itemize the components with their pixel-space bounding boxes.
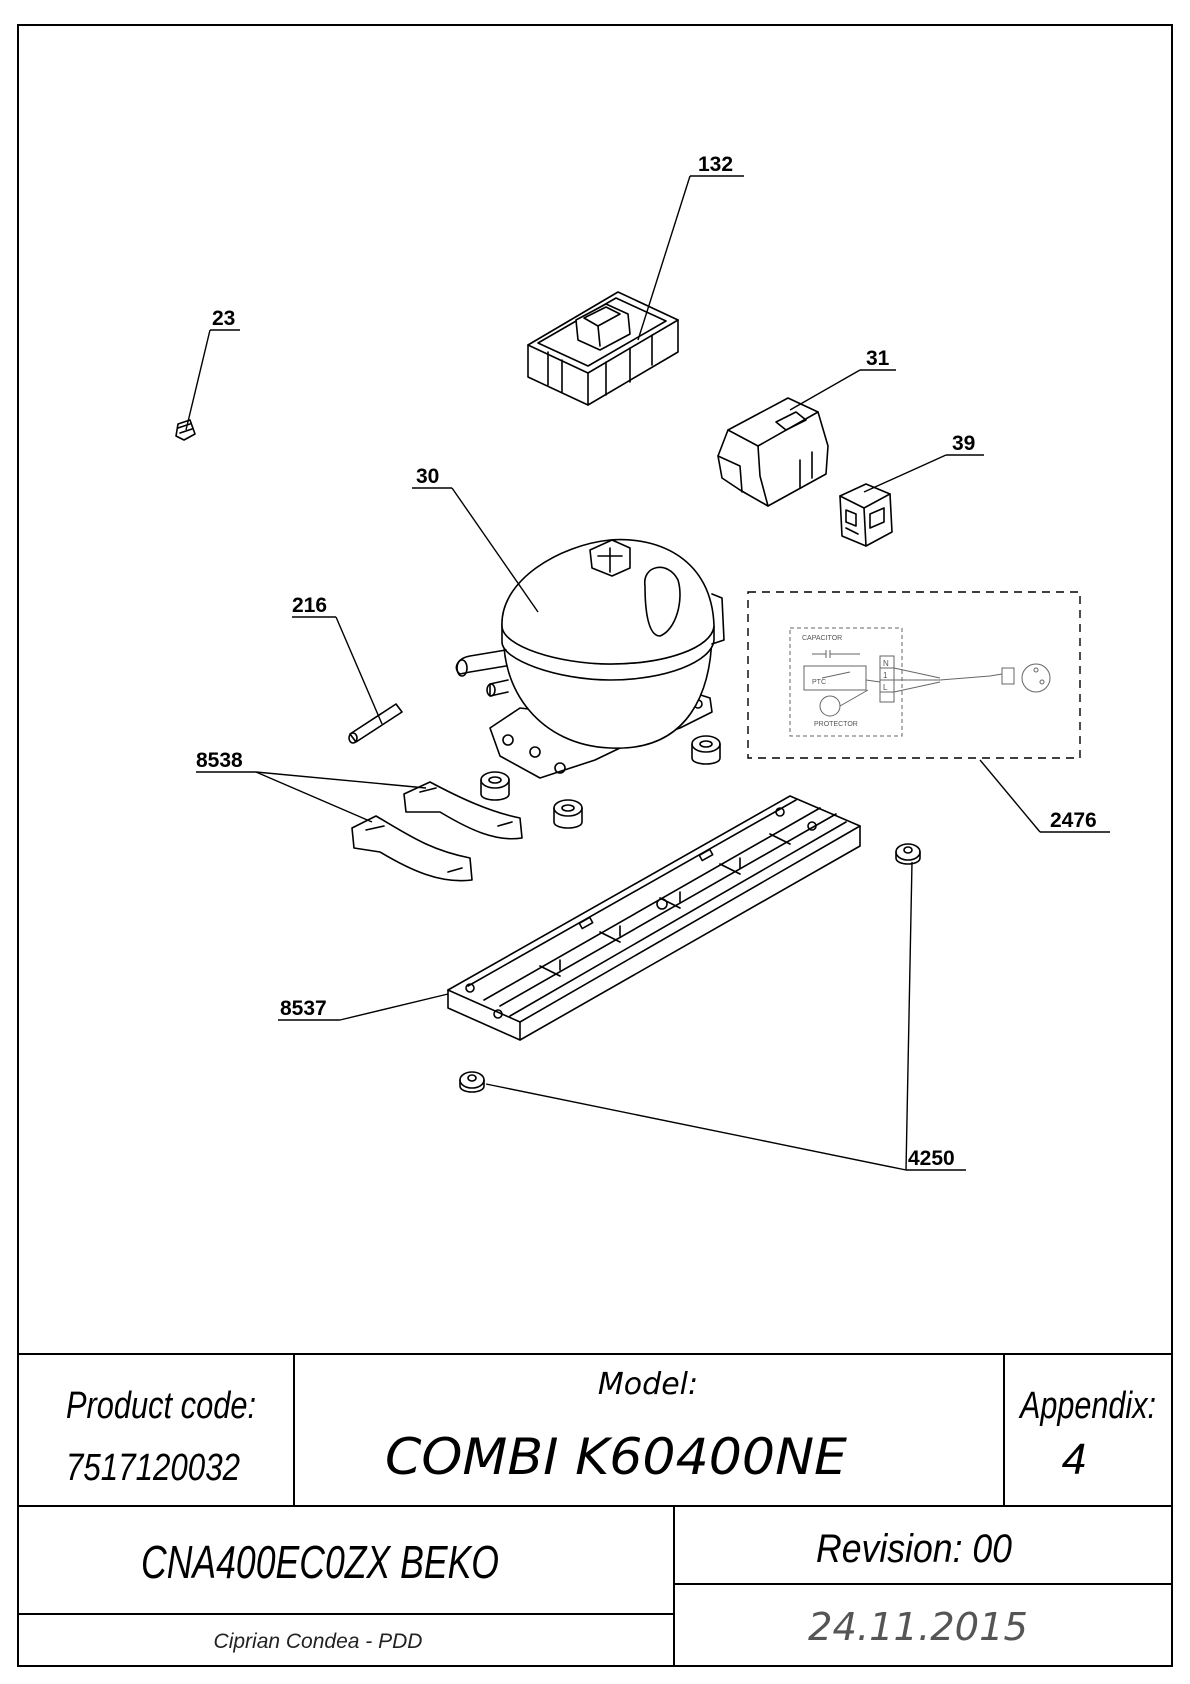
callout-leaders: [185, 175, 1110, 1171]
part-8537-base-rail: [447, 795, 861, 1041]
appendix-label: Appendix:: [1018, 1385, 1156, 1427]
callout-30: 30: [416, 465, 439, 488]
drawing-frame: [17, 24, 1173, 1667]
part-30-compressor: [455, 538, 725, 779]
wiring-terminal-1: 1: [883, 671, 888, 680]
callout-8537: 8537: [280, 997, 327, 1020]
callout-4250: 4250: [908, 1147, 955, 1170]
callout-2476: 2476: [1050, 809, 1097, 832]
title-block-grid: [18, 1353, 1172, 1666]
appendix-value: 4: [1062, 1435, 1086, 1484]
wiring-terminal-l: L: [883, 683, 888, 692]
part-4250-clips: [459, 843, 921, 1093]
callout-8538: 8538: [196, 749, 243, 772]
model-value: COMBI K60400NE: [385, 1428, 847, 1486]
date: 24.11.2015: [808, 1605, 1028, 1649]
callout-23: 23: [212, 307, 235, 330]
callout-31: 31: [866, 347, 890, 370]
wiring-label-capacitor: CAPACITOR: [802, 635, 842, 642]
wiring-label-ptc: PTC: [812, 679, 826, 686]
callout-132: 132: [698, 153, 733, 176]
part-132-cover-box: [527, 291, 679, 406]
product-code-value: 7517120032: [66, 1447, 240, 1489]
callout-39: 39: [952, 432, 975, 455]
product-code-label: Product code:: [66, 1385, 256, 1427]
part-31-relay-cover: [717, 397, 829, 507]
part-2476-wiring-assembly: CAPACITOR PTC PROTECTOR N 1 L: [747, 591, 1081, 759]
callout-216: 216: [292, 594, 327, 617]
author: Ciprian Condea - PDD: [214, 1630, 423, 1653]
wiring-label-protector: PROTECTOR: [814, 721, 858, 728]
model-label: Model:: [598, 1367, 698, 1402]
compressor-rubber-grommets: [480, 735, 721, 829]
part-216-tube: [348, 703, 403, 744]
part-name: CNA400EC0ZX BEKO: [141, 1536, 499, 1588]
part-23-grommet: [175, 419, 196, 441]
revision: Revision: 00: [816, 1527, 1012, 1571]
part-8538-strips: [351, 781, 523, 882]
wiring-dashed-box: [747, 591, 1081, 759]
wiring-terminal-n: N: [883, 659, 889, 668]
part-39-ptc-relay: [839, 483, 893, 547]
